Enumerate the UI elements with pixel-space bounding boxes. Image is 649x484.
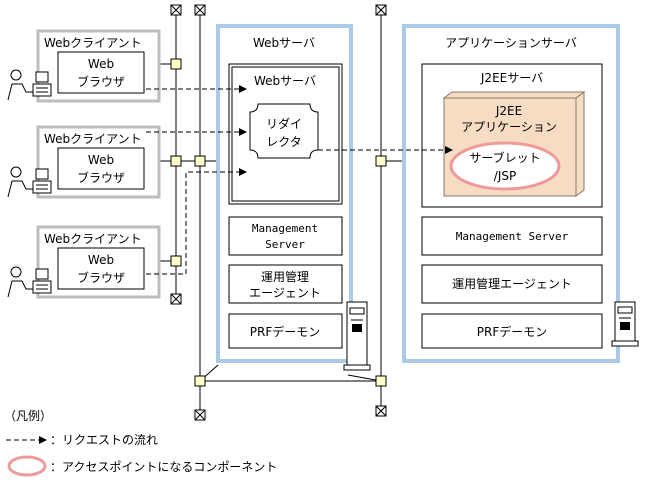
- terminator-icon: [170, 4, 182, 16]
- servlet-jsp-access-point: [449, 141, 561, 191]
- web-client-title: Webクライアント: [44, 232, 142, 246]
- prf-daemon-box: [421, 313, 603, 349]
- legend-access-point-icon: [7, 455, 47, 477]
- management-server-box: [228, 216, 343, 256]
- web-browser-box: [57, 247, 145, 290]
- j2ee-server-title: J2EEサーバ: [480, 71, 543, 85]
- j2ee-application-label: アプリケーション: [461, 120, 557, 134]
- management-server-label: Management: [252, 222, 318, 235]
- web-client-title: Webクライアント: [44, 36, 142, 50]
- server-machine-icon: [343, 301, 371, 371]
- web-server-component-inner: [231, 66, 340, 202]
- web-browser-box: [57, 51, 145, 94]
- hub-node: [375, 155, 387, 167]
- web-server-inner-title: Webサーバ: [254, 74, 316, 88]
- management-agent-label: 運用管理エージェント: [452, 276, 572, 291]
- web-browser-label: Web: [88, 57, 114, 71]
- request-flow-arrow: [146, 168, 247, 275]
- j2ee-application-label: J2EE: [495, 104, 522, 118]
- hub-node: [194, 375, 206, 387]
- redirector-label: リダイ: [266, 116, 302, 131]
- web-browser-label: ブラウザ: [77, 270, 125, 285]
- legend-title: （凡例）: [4, 409, 52, 423]
- terminator-icon: [170, 293, 182, 305]
- legend-request-flow: ：リクエストの流れ: [50, 433, 158, 447]
- hub-node: [375, 375, 387, 387]
- web-client-title: Webクライアント: [44, 132, 142, 146]
- prf-daemon-box: [228, 313, 343, 349]
- hub-node: [170, 155, 182, 167]
- servlet-jsp-label: サーブレット: [469, 150, 540, 165]
- web-browser-label: ブラウザ: [77, 74, 125, 89]
- prf-daemon-label: PRFデーモン: [250, 324, 320, 339]
- web-browser-label: ブラウザ: [77, 170, 125, 185]
- web-browser-label: Web: [88, 153, 114, 167]
- legend-access-point: ：アクセスポイントになるコンポーネント: [50, 460, 277, 474]
- management-agent-box: [421, 264, 603, 304]
- redirector-shape: [249, 103, 319, 159]
- management-agent-label: エージェント: [249, 286, 321, 300]
- user-pc-icon: [7, 166, 52, 198]
- web-server-title: Webサーバ: [253, 36, 315, 50]
- user-pc-icon: [7, 266, 52, 298]
- user-pc-icon: [7, 69, 52, 101]
- management-server-label: Server: [265, 238, 305, 251]
- web-browser-box: [57, 147, 145, 190]
- redirector-label: レクタ: [266, 135, 302, 149]
- prf-daemon-label: PRFデーモン: [477, 324, 547, 339]
- management-server-label: Management Server: [456, 230, 569, 243]
- management-server-box: [421, 216, 603, 256]
- terminator-icon: [375, 4, 387, 16]
- terminator-icon: [194, 409, 206, 421]
- server-machine-icon: [611, 301, 639, 347]
- management-agent-box: [228, 264, 343, 304]
- hub-node: [194, 155, 206, 167]
- app-server-title: アプリケーションサーバ: [445, 36, 577, 50]
- hub-node: [170, 58, 182, 70]
- servlet-jsp-label: /JSP: [494, 169, 516, 183]
- management-agent-label: 運用管理: [261, 269, 309, 284]
- terminator-icon: [375, 405, 387, 417]
- terminator-icon: [194, 4, 206, 16]
- hub-node: [170, 255, 182, 267]
- web-browser-label: Web: [88, 253, 114, 267]
